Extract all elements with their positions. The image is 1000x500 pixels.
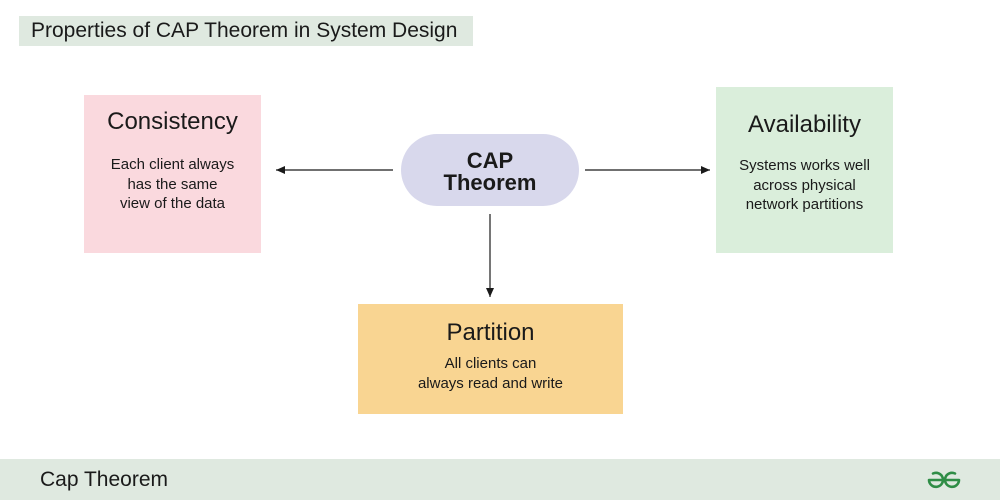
partition-description: All clients can always read and write: [358, 354, 623, 393]
cap-theorem-line-2: Theorem: [443, 170, 537, 195]
consistency-box: Consistency Each client always has the s…: [84, 95, 261, 253]
consistency-line: view of the data: [119, 195, 226, 212]
availability-description: Systems works well across physical netwo…: [716, 156, 893, 215]
consistency-description: Each client always has the same view of …: [84, 155, 261, 214]
availability-box: Availability Systems works well across p…: [716, 87, 893, 253]
cap-theorem-node: CAP Theorem: [401, 134, 579, 206]
availability-title: Availability: [748, 111, 861, 138]
partition-line: All clients can: [444, 355, 537, 372]
consistency-line: has the same: [127, 175, 218, 193]
footer-bar: Cap Theorem: [0, 459, 1000, 500]
availability-line: across physical: [753, 176, 856, 194]
page-title: Properties of CAP Theorem in System Desi…: [31, 19, 458, 42]
title-bar: [19, 16, 473, 46]
cap-theorem-line-1: CAP: [466, 148, 514, 173]
partition-box: Partition All clients can always read an…: [358, 304, 623, 414]
footer-label: Cap Theorem: [40, 468, 169, 491]
availability-line: Systems works well: [739, 157, 870, 174]
consistency-title: Consistency: [107, 108, 238, 135]
partition-title: Partition: [446, 319, 535, 346]
partition-line: always read and write: [417, 374, 564, 392]
consistency-line: Each client always: [110, 156, 235, 173]
availability-line: network partitions: [745, 196, 864, 213]
gfg-logo-icon: [927, 471, 961, 489]
